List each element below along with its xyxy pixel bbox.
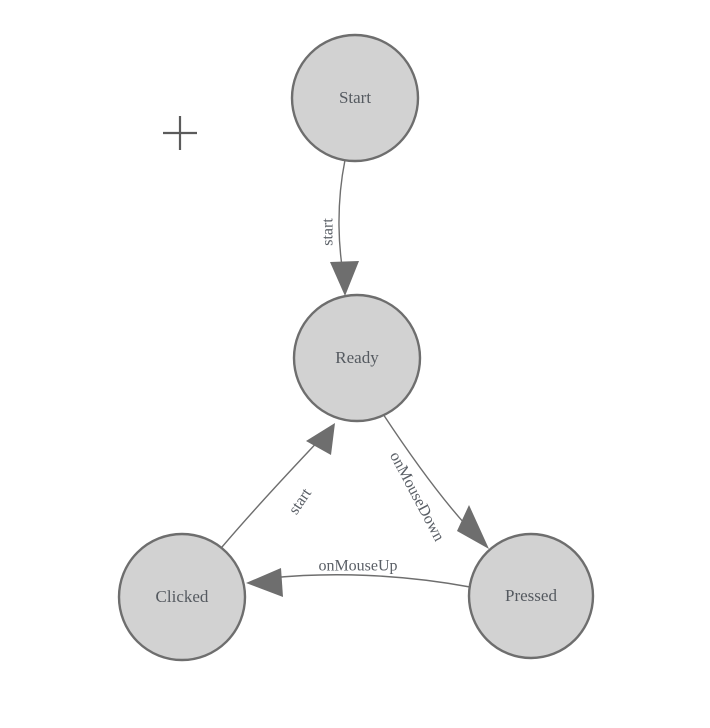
node-ready-circle[interactable]	[292, 293, 422, 423]
node-clicked-circle[interactable]	[117, 532, 247, 662]
edge-start-to-ready-arrowhead	[330, 261, 359, 296]
node-clicked-label: Clicked	[156, 587, 209, 606]
edge-clicked-to-ready-path[interactable]	[221, 436, 323, 548]
edge-label-clicked-to-ready: start	[286, 485, 316, 518]
node-ready[interactable]: Ready	[292, 293, 422, 423]
edge-clicked-to-ready[interactable]	[221, 423, 335, 548]
edge-label-start-to-ready: start	[320, 218, 337, 246]
edge-pressed-to-clicked-arrowhead	[246, 568, 283, 597]
edges-layer	[221, 159, 489, 597]
node-start[interactable]: Start	[290, 33, 420, 163]
node-clicked[interactable]: Clicked	[117, 532, 247, 662]
crosshair-cursor-icon	[163, 116, 197, 150]
nodes-layer: Start Ready Clicked Pressed	[117, 33, 595, 662]
node-pressed[interactable]: Pressed	[467, 532, 595, 660]
node-start-label: Start	[339, 88, 371, 107]
node-ready-label: Ready	[335, 348, 379, 367]
node-pressed-circle[interactable]	[467, 532, 595, 660]
edge-ready-to-pressed-arrowhead	[457, 505, 489, 549]
edge-clicked-to-ready-arrowhead	[306, 423, 335, 455]
node-pressed-label: Pressed	[505, 586, 557, 605]
edge-start-to-ready[interactable]	[330, 159, 359, 296]
edge-label-pressed-to-clicked: onMouseUp	[318, 558, 397, 575]
edge-ready-to-pressed[interactable]	[382, 413, 489, 549]
edge-pressed-to-clicked-path[interactable]	[270, 574, 471, 588]
node-start-circle[interactable]	[290, 33, 420, 163]
edge-pressed-to-clicked[interactable]	[246, 568, 471, 597]
